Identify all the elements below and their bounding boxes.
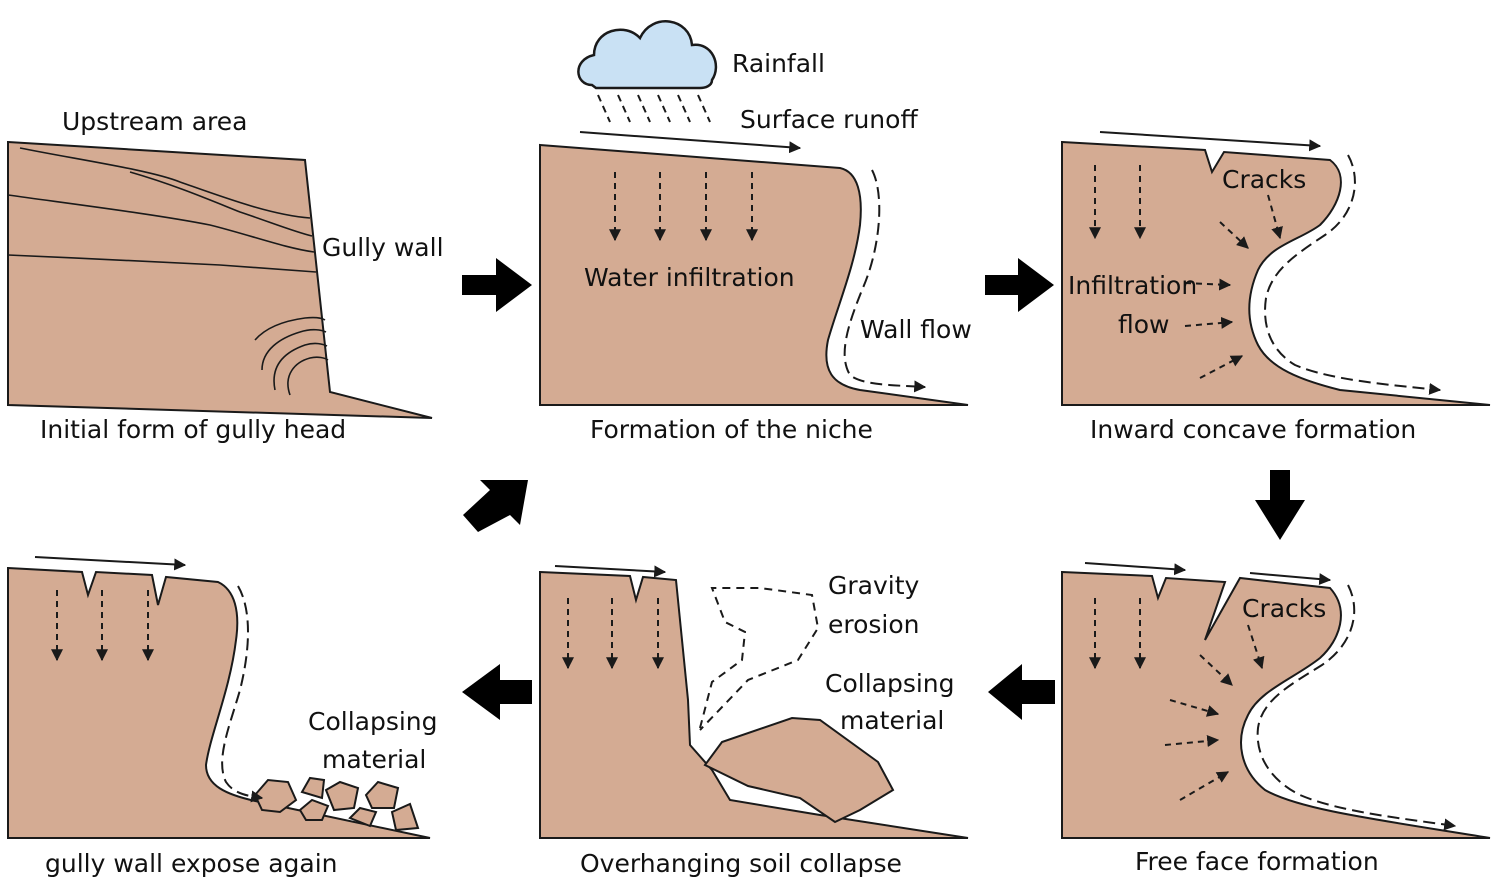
panel-free-face: Cracks Free face formation [1061,562,1491,876]
surface-runoff-arrow [579,131,802,154]
right-arrow-icon [985,258,1054,312]
panel-overhang-collapse: Gravity erosion Collapsing material Over… [539,565,969,878]
soil-block [1061,570,1491,839]
material-label: material [322,745,426,774]
collapsed-soil-block [703,716,895,824]
collapsing-label: Collapsing [308,707,438,736]
collapsed-debris [253,776,420,832]
soil-block [539,570,969,839]
soil-block [1061,140,1491,406]
right-arrow-icon [462,258,532,312]
soil-block [7,566,431,839]
wall-flow-arrow [221,585,264,803]
initial-form-caption: Initial form of gully head [40,415,346,444]
niche-caption: Formation of the niche [590,415,873,444]
soil-strata [7,147,329,396]
material-label: material [840,706,944,735]
flow-label: flow [1118,310,1170,339]
surface-runoff-arrow [554,565,667,578]
infiltration-arrows [1089,598,1265,801]
concave-caption: Inward concave formation [1090,415,1416,444]
left-arrow-icon [988,664,1055,720]
surface-runoff-label: Surface runoff [740,105,918,134]
free-face-caption: Free face formation [1135,847,1379,876]
cracks-label: Cracks [1222,165,1306,194]
panel-inward-concave: Cracks Infiltration flow Inward concave … [1061,131,1491,444]
gravity-erosion-outline [699,587,820,731]
rainfall-label: Rainfall [732,49,825,78]
surface-runoff-arrow [1084,562,1187,576]
wall-flow-arrow [843,169,927,393]
infiltration-arrows [51,590,154,662]
infiltration-label: Infiltration [1068,271,1197,300]
expose-caption: gully wall expose again [45,849,338,878]
wall-flow-arrow [1264,154,1442,395]
infiltration-arrows [1089,165,1283,379]
gully-wall-label: Gully wall [322,233,444,262]
soil-block [539,143,969,406]
panel-formation-niche: Rainfall Surface runoff Water infiltrati… [539,20,972,444]
upstream-area-label: Upstream area [62,107,247,136]
surface-runoff-arrow [34,556,187,571]
left-arrow-icon [462,664,532,720]
soil-block [7,140,433,419]
water-infiltration-label: Water infiltration [584,263,795,292]
gravity-label: Gravity [828,571,920,600]
surface-runoff-arrow [1099,131,1322,152]
collapsing-label: Collapsing [825,669,955,698]
up-right-arrow-icon [463,480,528,532]
infiltration-arrows [609,172,758,242]
infiltration-arrows [562,598,664,670]
down-arrow-icon [1255,470,1305,540]
panel-expose-again: Collapsing material gully wall expose ag… [7,556,438,878]
cycle-arrows [462,258,1305,720]
collapse-caption: Overhanging soil collapse [580,849,902,878]
wall-flow-label: Wall flow [860,315,972,344]
panel-initial-form: Upstream area Gully wall Initial form of… [7,107,444,444]
erosion-label: erosion [828,610,920,639]
wall-flow-arrow [1256,584,1457,831]
surface-runoff-arrow [1249,572,1332,586]
cracks-label: Cracks [1242,594,1326,623]
rain-cloud-icon [577,20,718,123]
